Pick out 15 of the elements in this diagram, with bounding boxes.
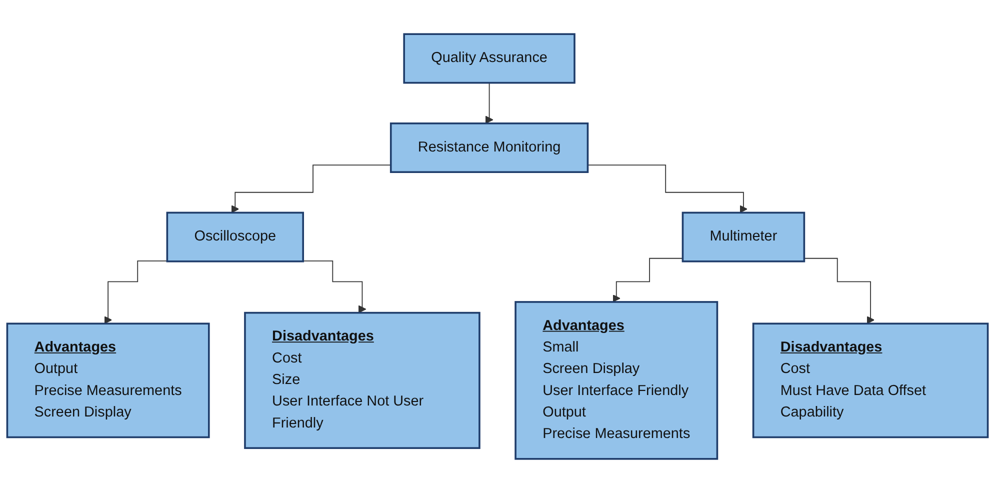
node-box: Advantages Small Screen Display User Interface Friendly Output Precise Measurements <box>514 301 718 460</box>
node-box: Disadvantages Cost Must Have Data Offset Capability <box>752 322 989 438</box>
node-box: Resistance Monitoring <box>390 122 589 173</box>
arrow <box>804 258 874 324</box>
node-box: Oscilloscope <box>166 212 304 262</box>
node-box: Multimeter <box>682 212 806 262</box>
node-box: Quality Assurance <box>403 33 576 84</box>
arrow <box>302 260 366 314</box>
arrow <box>104 260 168 324</box>
arrow <box>231 164 392 214</box>
node-box: Disadvantages Cost Size User Interface Not User Friendly <box>244 312 480 449</box>
arrow <box>587 164 748 214</box>
arrow <box>612 258 684 302</box>
node-box: Advantages Output Precise Measurements Screen Display <box>6 322 210 438</box>
arrow <box>485 82 494 124</box>
